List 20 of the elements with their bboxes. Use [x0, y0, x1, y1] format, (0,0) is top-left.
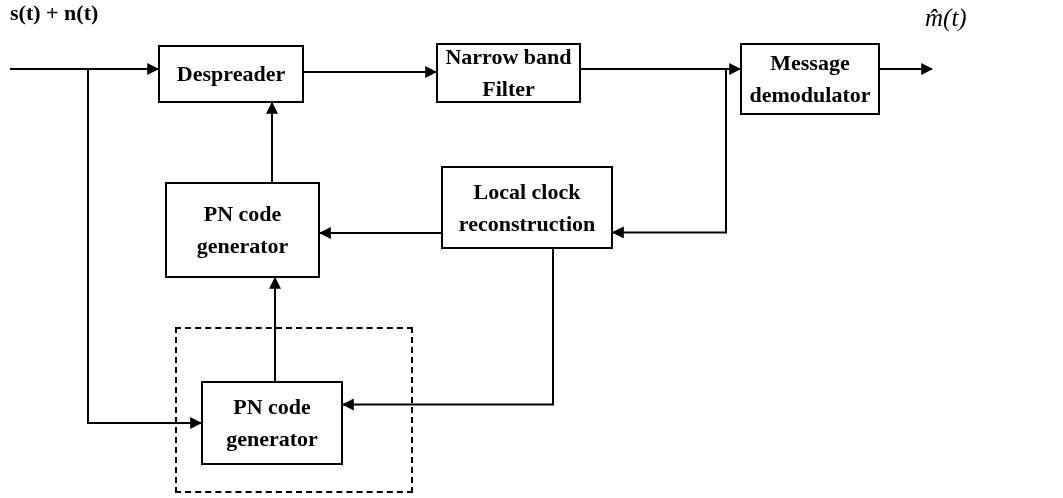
input-signal-label: s(t) + n(t) [10, 0, 99, 26]
block-box [158, 45, 304, 103]
block-label: PN code generator [195, 200, 290, 260]
output-signal-label: m̂(t) [925, 4, 967, 32]
arrow [269, 276, 281, 382]
arrow [87, 68, 203, 429]
arrow [879, 63, 934, 75]
dashed-frame [175, 327, 413, 493]
block-label: Local clock reconstruction [457, 177, 597, 238]
block-box [201, 381, 343, 465]
arrow [303, 66, 438, 78]
block-box [165, 182, 320, 278]
block-label: Narrow band Filter [444, 43, 573, 103]
block-box [441, 166, 613, 249]
block-box [740, 43, 880, 115]
arrow [9, 63, 160, 75]
block-label: Despreader [175, 60, 287, 89]
block-label: PN code generator [225, 393, 319, 453]
arrow [266, 101, 278, 183]
block-label: Message demodulator [748, 49, 872, 109]
